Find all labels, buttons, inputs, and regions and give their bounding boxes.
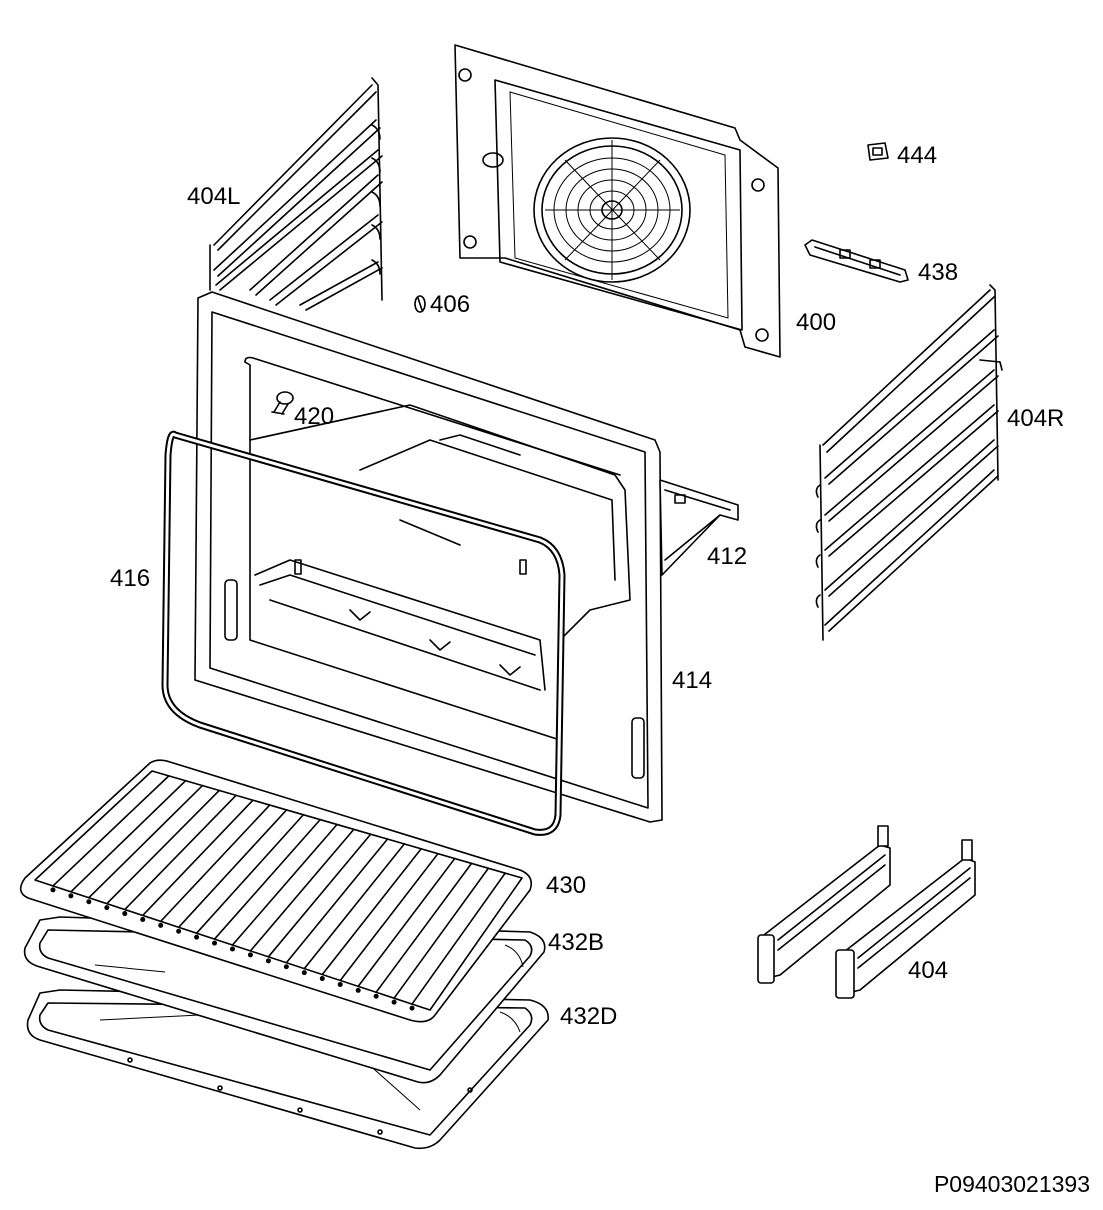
wire-rack-bar bbox=[321, 848, 422, 976]
label-406: 406 bbox=[430, 291, 470, 318]
part-404R-right-rack bbox=[815, 284, 1003, 641]
label-414: 414 bbox=[672, 667, 712, 694]
part-406 bbox=[414, 295, 426, 313]
part-404-telescopic-runners bbox=[757, 825, 976, 999]
label-438: 438 bbox=[918, 259, 958, 286]
wire-rack-foot bbox=[140, 916, 146, 922]
wire-rack-bar bbox=[141, 799, 254, 917]
label-432D: 432D bbox=[560, 1003, 617, 1030]
wire-rack-foot bbox=[373, 993, 379, 999]
wire-rack-bar bbox=[285, 838, 389, 964]
wire-rack-foot bbox=[68, 893, 74, 899]
part-438-bracket bbox=[804, 239, 909, 283]
wire-rack-foot bbox=[194, 934, 200, 940]
wire-rack-foot bbox=[409, 1005, 415, 1011]
part-412-side-bracket bbox=[659, 479, 739, 576]
wire-rack-bar bbox=[249, 828, 355, 952]
wire-rack-bar bbox=[357, 857, 456, 988]
wire-rack-foot bbox=[301, 970, 307, 976]
wire-rack-bar bbox=[339, 852, 439, 982]
wire-rack-foot bbox=[265, 958, 271, 964]
wire-rack-bar bbox=[123, 794, 237, 911]
part-430-wire-rack bbox=[19, 759, 533, 1023]
label-416: 416 bbox=[110, 565, 150, 592]
part-420-screw bbox=[271, 391, 294, 415]
label-412: 412 bbox=[707, 543, 747, 570]
label-420: 420 bbox=[294, 403, 334, 430]
wire-rack-bar bbox=[393, 867, 490, 999]
diagram-reference-code: P09403021393 bbox=[934, 1171, 1090, 1197]
wire-rack-bar bbox=[411, 872, 506, 1005]
wire-rack-foot bbox=[319, 976, 325, 982]
wire-rack-bar bbox=[177, 809, 288, 929]
wire-rack-bar bbox=[213, 818, 321, 940]
wire-rack-foot bbox=[247, 952, 253, 958]
label-400: 400 bbox=[796, 309, 836, 336]
wire-rack-foot bbox=[176, 928, 182, 934]
wire-rack-bar bbox=[106, 789, 221, 905]
wire-rack-foot bbox=[212, 940, 218, 946]
wire-rack-bar bbox=[195, 813, 305, 934]
wire-rack-bar bbox=[231, 823, 338, 946]
part-400-fan-cover bbox=[454, 44, 781, 358]
wire-rack-bar bbox=[88, 784, 204, 899]
wire-rack-foot bbox=[158, 922, 164, 928]
part-414-oven-cavity bbox=[194, 291, 663, 823]
label-430: 430 bbox=[546, 872, 586, 899]
label-404L: 404L bbox=[187, 183, 240, 210]
part-444-clip bbox=[867, 142, 889, 161]
wire-rack-foot bbox=[50, 887, 56, 893]
label-404R: 404R bbox=[1007, 405, 1064, 432]
part-416-door-seal bbox=[161, 430, 566, 836]
wire-rack-foot bbox=[337, 981, 343, 987]
label-404: 404 bbox=[908, 957, 948, 984]
part-404L-left-rack bbox=[209, 77, 383, 311]
wire-rack-foot bbox=[355, 987, 361, 993]
label-444: 444 bbox=[897, 142, 937, 169]
wire-rack-bar bbox=[267, 833, 372, 958]
wire-rack-foot bbox=[86, 899, 92, 905]
wire-rack-foot bbox=[230, 946, 235, 952]
label-432B: 432B bbox=[548, 929, 604, 956]
wire-rack-bar bbox=[159, 804, 271, 923]
wire-rack-foot bbox=[283, 964, 289, 970]
wire-rack-bar bbox=[52, 775, 170, 887]
wire-rack-foot bbox=[122, 911, 128, 917]
wire-rack-bar bbox=[70, 779, 187, 893]
wire-rack-foot bbox=[391, 999, 397, 1005]
wire-rack-foot bbox=[104, 905, 110, 911]
wire-rack-bar bbox=[303, 843, 406, 970]
wire-rack-bar bbox=[375, 862, 473, 994]
